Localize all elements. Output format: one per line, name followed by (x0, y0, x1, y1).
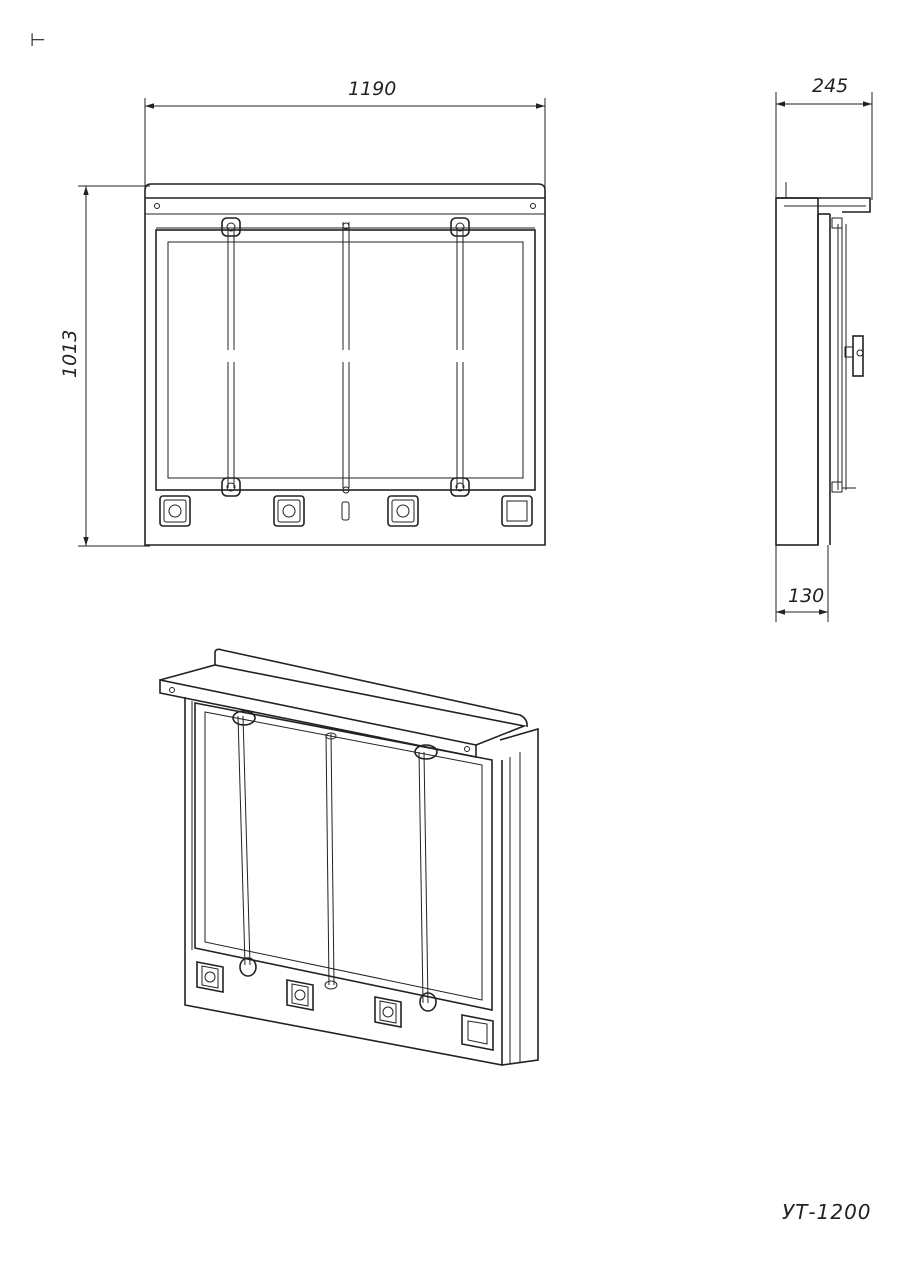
front-switch (501, 495, 533, 527)
isometric-view (159, 648, 539, 1066)
front-hanger-rods (227, 222, 464, 488)
front-center-latch (341, 501, 350, 521)
depth-dimension: 245 (775, 75, 873, 200)
depth-dimension-label: 245 (812, 75, 848, 97)
mount-depth-dimension-label: 130 (788, 585, 824, 607)
front-rod-clamps (221, 217, 470, 497)
iso-rods (237, 715, 429, 1004)
side-body (775, 197, 819, 546)
iso-outlets (196, 961, 402, 1028)
drawing-designation: УТ-1200 (782, 1200, 872, 1224)
front-body-outline (144, 183, 546, 546)
side-shelf (776, 197, 871, 213)
mount-depth-dimension: 130 (775, 545, 829, 622)
width-dimension-label: 1190 (348, 78, 396, 100)
height-dimension-label: 1013 (59, 330, 81, 378)
iso-frame (194, 702, 493, 1011)
corner-mark: ⊢ (30, 30, 46, 51)
front-view: 1190 1013 (59, 78, 546, 547)
iso-body (184, 697, 539, 1066)
width-dimension: 1190 (144, 78, 546, 188)
side-view: 245 130 (775, 75, 873, 622)
front-viewing-frame (155, 229, 536, 491)
front-outlets (159, 495, 419, 527)
height-dimension: 1013 (59, 185, 150, 547)
iso-switch (461, 1014, 494, 1051)
iso-rod-clamps (232, 710, 438, 1012)
